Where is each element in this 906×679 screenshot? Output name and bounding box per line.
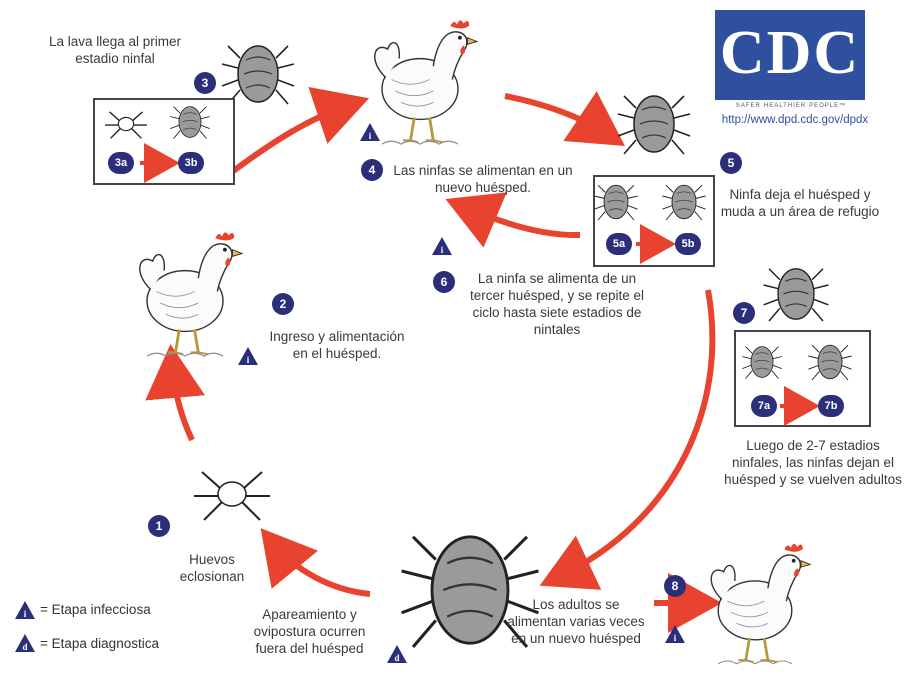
legend-infective-icon: i	[14, 600, 36, 620]
svg-text:d: d	[22, 642, 27, 652]
stage-1-number: 1	[148, 515, 170, 537]
stage-2-text: Ingreso y alimentación en el huésped.	[268, 328, 406, 362]
infective-stage-icon: i	[431, 236, 453, 256]
hen-stage-8-image	[711, 544, 810, 664]
stage-3-text: La lava llega al primer estadio ninfal	[45, 33, 185, 67]
mating-text: Apareamiento y ovipostura ocurren fuera …	[242, 606, 377, 657]
badge-3b: 3b	[178, 152, 204, 174]
stage-5-text: Ninfa deja el huésped y muda a un área d…	[715, 186, 885, 220]
hen-stage-4-image	[375, 20, 477, 144]
cdc-url-link[interactable]: http://www.dpd.cdc.gov/dpdx	[700, 114, 890, 126]
diagnostic-stage-icon: d	[386, 644, 408, 664]
legend-diagnostic-label: = Etapa diagnostica	[40, 636, 159, 651]
stage-3-number: 3	[194, 72, 216, 94]
hen-stage-2-image	[140, 232, 242, 356]
cdc-tagline: SAFER·HEALTHIER·PEOPLE™	[714, 103, 868, 109]
infective-stage-icon: i	[359, 122, 381, 142]
stage-4-text: Las ninfas se alimentan en un nuevo hués…	[393, 162, 573, 196]
stage-6-text: La ninfa se alimenta de un tercer huéspe…	[462, 270, 652, 338]
badge-5a: 5a	[606, 233, 632, 255]
badge-5b: 5b	[675, 233, 701, 255]
infective-stage-icon: i	[237, 346, 259, 366]
stage-5-number: 5	[720, 152, 742, 174]
legend-infective-label: = Etapa infecciosa	[40, 602, 151, 617]
stage-6-number: 6	[433, 271, 455, 293]
nymph-stage-3-image	[222, 46, 294, 104]
badge-7a: 7a	[751, 395, 777, 417]
stage-2-number: 2	[272, 293, 294, 315]
stage-8-text: Los adultos se alimentan varias veces en…	[506, 596, 646, 647]
stage-4-number: 4	[361, 159, 383, 181]
stage-8-number: 8	[664, 575, 686, 597]
badge-3a: 3a	[108, 152, 134, 174]
stage-7-number: 7	[733, 302, 755, 324]
svg-text:d: d	[394, 653, 399, 663]
infective-stage-icon: i	[664, 624, 686, 644]
stage-1-text: Huevos eclosionan	[168, 551, 256, 585]
cdc-logo: CDC	[715, 10, 865, 100]
nymph-stage-7-image	[764, 269, 829, 321]
cdc-logo-letters: CDC	[715, 18, 865, 88]
stage-7-text: Luego de 2-7 estadios ninfales, las ninf…	[724, 437, 902, 488]
badge-7b: 7b	[818, 395, 844, 417]
larva-image	[194, 472, 270, 520]
legend-diagnostic-icon: d	[14, 633, 36, 653]
nymph-stage-5-image	[618, 96, 690, 154]
